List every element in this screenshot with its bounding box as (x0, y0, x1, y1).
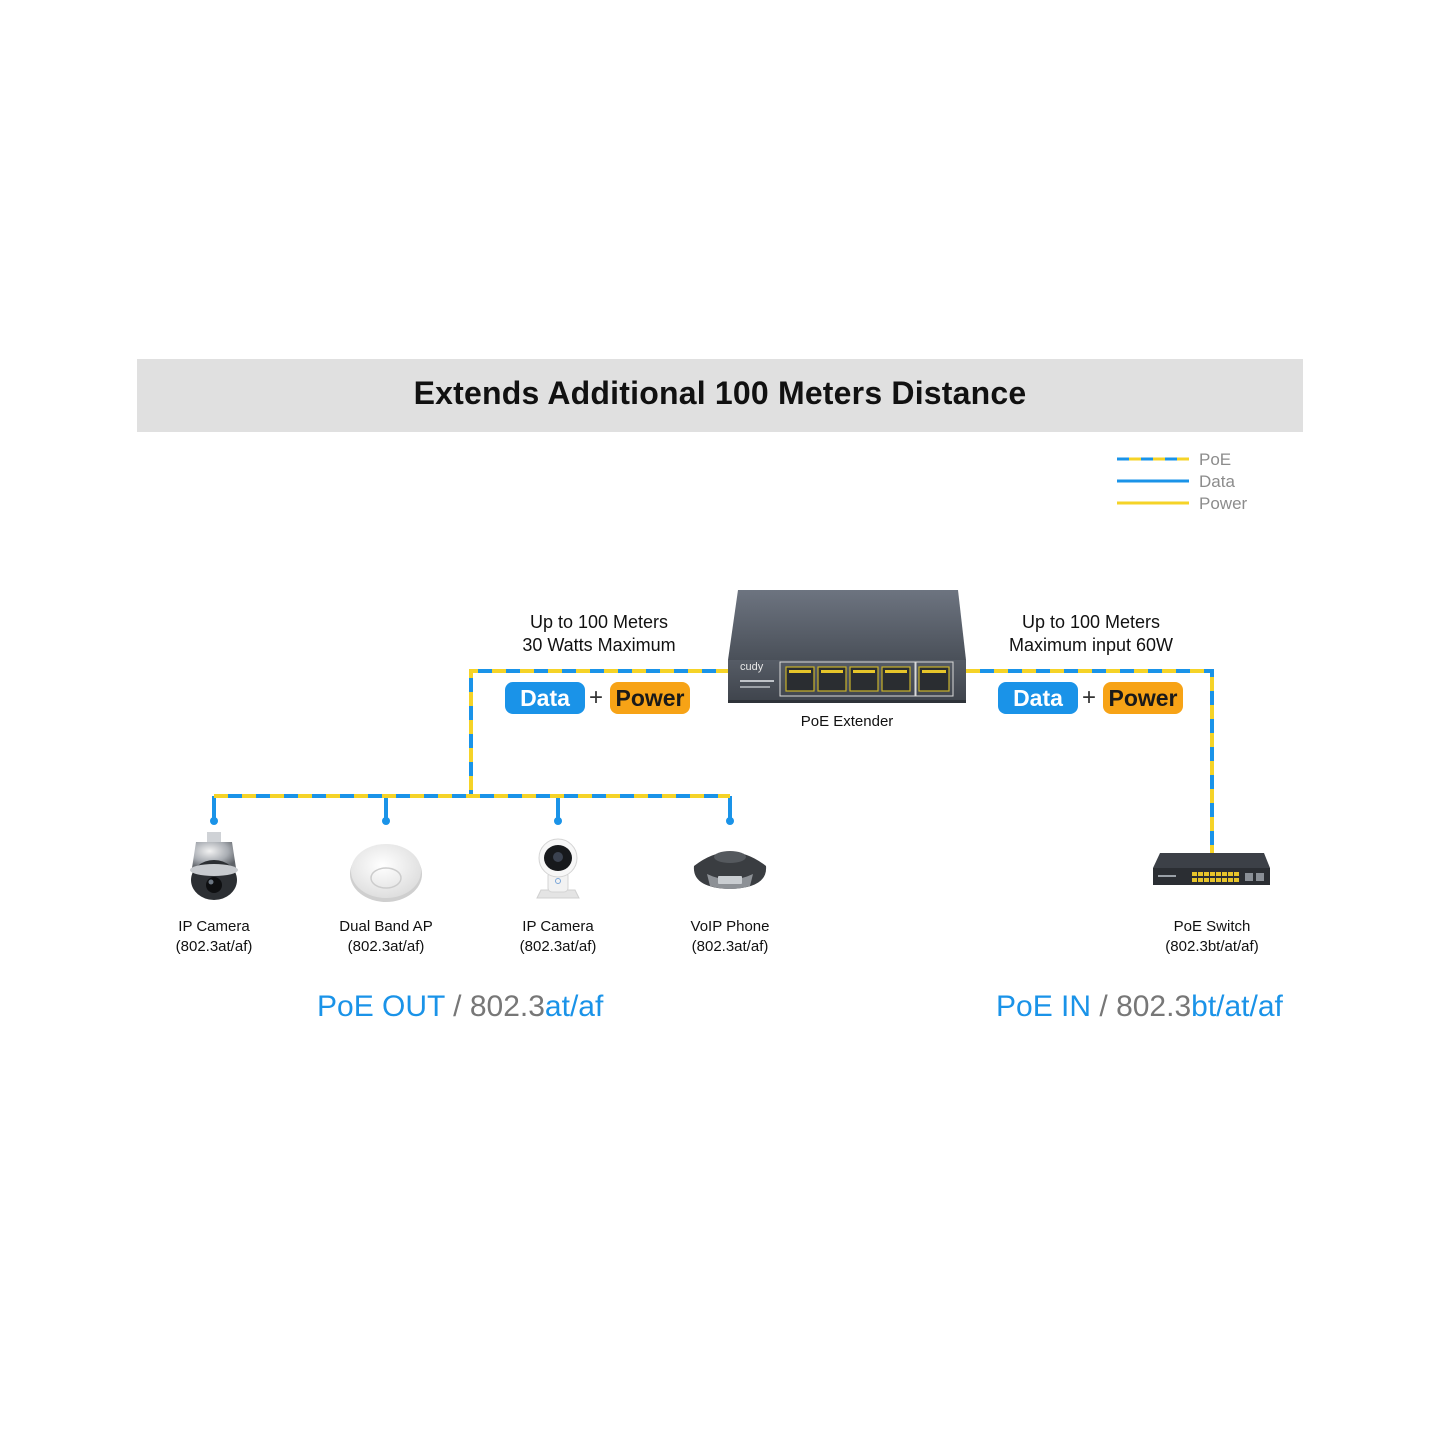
poe-in-footer: PoE IN / 802.3bt/at/af (996, 990, 1283, 1024)
device-name: Dual Band AP (339, 918, 433, 935)
left-plus-sign: + (589, 684, 604, 711)
device-name: VoIP Phone (690, 918, 770, 935)
device-label-dual-band-ap: Dual Band AP (802.3at/af) (306, 917, 466, 957)
device-label-ip-camera-home: IP Camera (802.3at/af) (478, 917, 638, 957)
ptz-camera-icon (190, 832, 238, 900)
legend-data-label: Data (1199, 472, 1235, 491)
page-title: Extends Additional 100 Meters Distance (413, 375, 1027, 411)
poe-in-separator: / (1091, 990, 1117, 1023)
poe-switch-icon (1153, 853, 1270, 885)
legend-lines (1117, 457, 1189, 505)
device-standard: (802.3at/af) (519, 938, 597, 955)
legend-poe-label: PoE (1199, 450, 1232, 469)
poe-out-prefix: 802.3 (469, 990, 545, 1023)
left-link-caption: Up to 100 Meters 30 Watts Maximum (497, 611, 701, 657)
poe-extender-icon (728, 590, 966, 703)
poe-out-footer: PoE OUT / 802.3at/af (317, 990, 603, 1024)
poe-out-suffix: at/af (544, 990, 604, 1023)
right-caption-line2: Maximum input 60W (1008, 635, 1174, 655)
poe-cable-right (966, 669, 1214, 858)
extender-label: PoE Extender (800, 713, 894, 730)
right-plus-sign: + (1082, 684, 1097, 711)
legend-power-label: Power (1199, 494, 1248, 513)
device-name: IP Camera (178, 918, 250, 935)
right-data-badge: Data (998, 682, 1078, 714)
device-name: PoE Switch (1173, 918, 1251, 935)
extender-brand: cudy (740, 661, 764, 673)
right-link-caption: Up to 100 Meters Maximum input 60W (990, 611, 1192, 657)
device-label-poe-switch: PoE Switch (802.3bt/at/af) (1132, 917, 1292, 957)
left-caption-line1: Up to 100 Meters (529, 612, 669, 632)
poe-out-label: PoE OUT (317, 990, 445, 1023)
device-standard: (802.3at/af) (691, 938, 769, 955)
device-standard: (802.3bt/at/af) (1165, 938, 1259, 955)
title-banner: Extends Additional 100 Meters Distance (137, 359, 1303, 432)
home-camera-icon (536, 838, 580, 899)
conference-phone-icon (693, 851, 767, 889)
poe-in-suffix: bt/at/af (1191, 990, 1283, 1023)
device-name: IP Camera (522, 918, 594, 935)
left-caption-line2: 30 Watts Maximum (522, 635, 676, 655)
device-drop-points (210, 817, 734, 825)
poe-in-prefix: 802.3 (1116, 990, 1192, 1023)
ceiling-ap-icon (350, 844, 422, 902)
right-power-badge: Power (1103, 682, 1183, 714)
poe-cable-left (212, 669, 732, 821)
device-standard: (802.3at/af) (347, 938, 425, 955)
right-caption-line1: Up to 100 Meters (1021, 612, 1161, 632)
device-label-voip-phone: VoIP Phone (802.3at/af) (650, 917, 810, 957)
left-power-badge: Power (610, 682, 690, 714)
poe-in-label: PoE IN (996, 990, 1092, 1023)
left-data-badge: Data (505, 682, 585, 714)
poe-out-separator: / (444, 990, 470, 1023)
device-label-ip-camera-ptz: IP Camera (802.3at/af) (134, 917, 294, 957)
device-standard: (802.3at/af) (175, 938, 253, 955)
